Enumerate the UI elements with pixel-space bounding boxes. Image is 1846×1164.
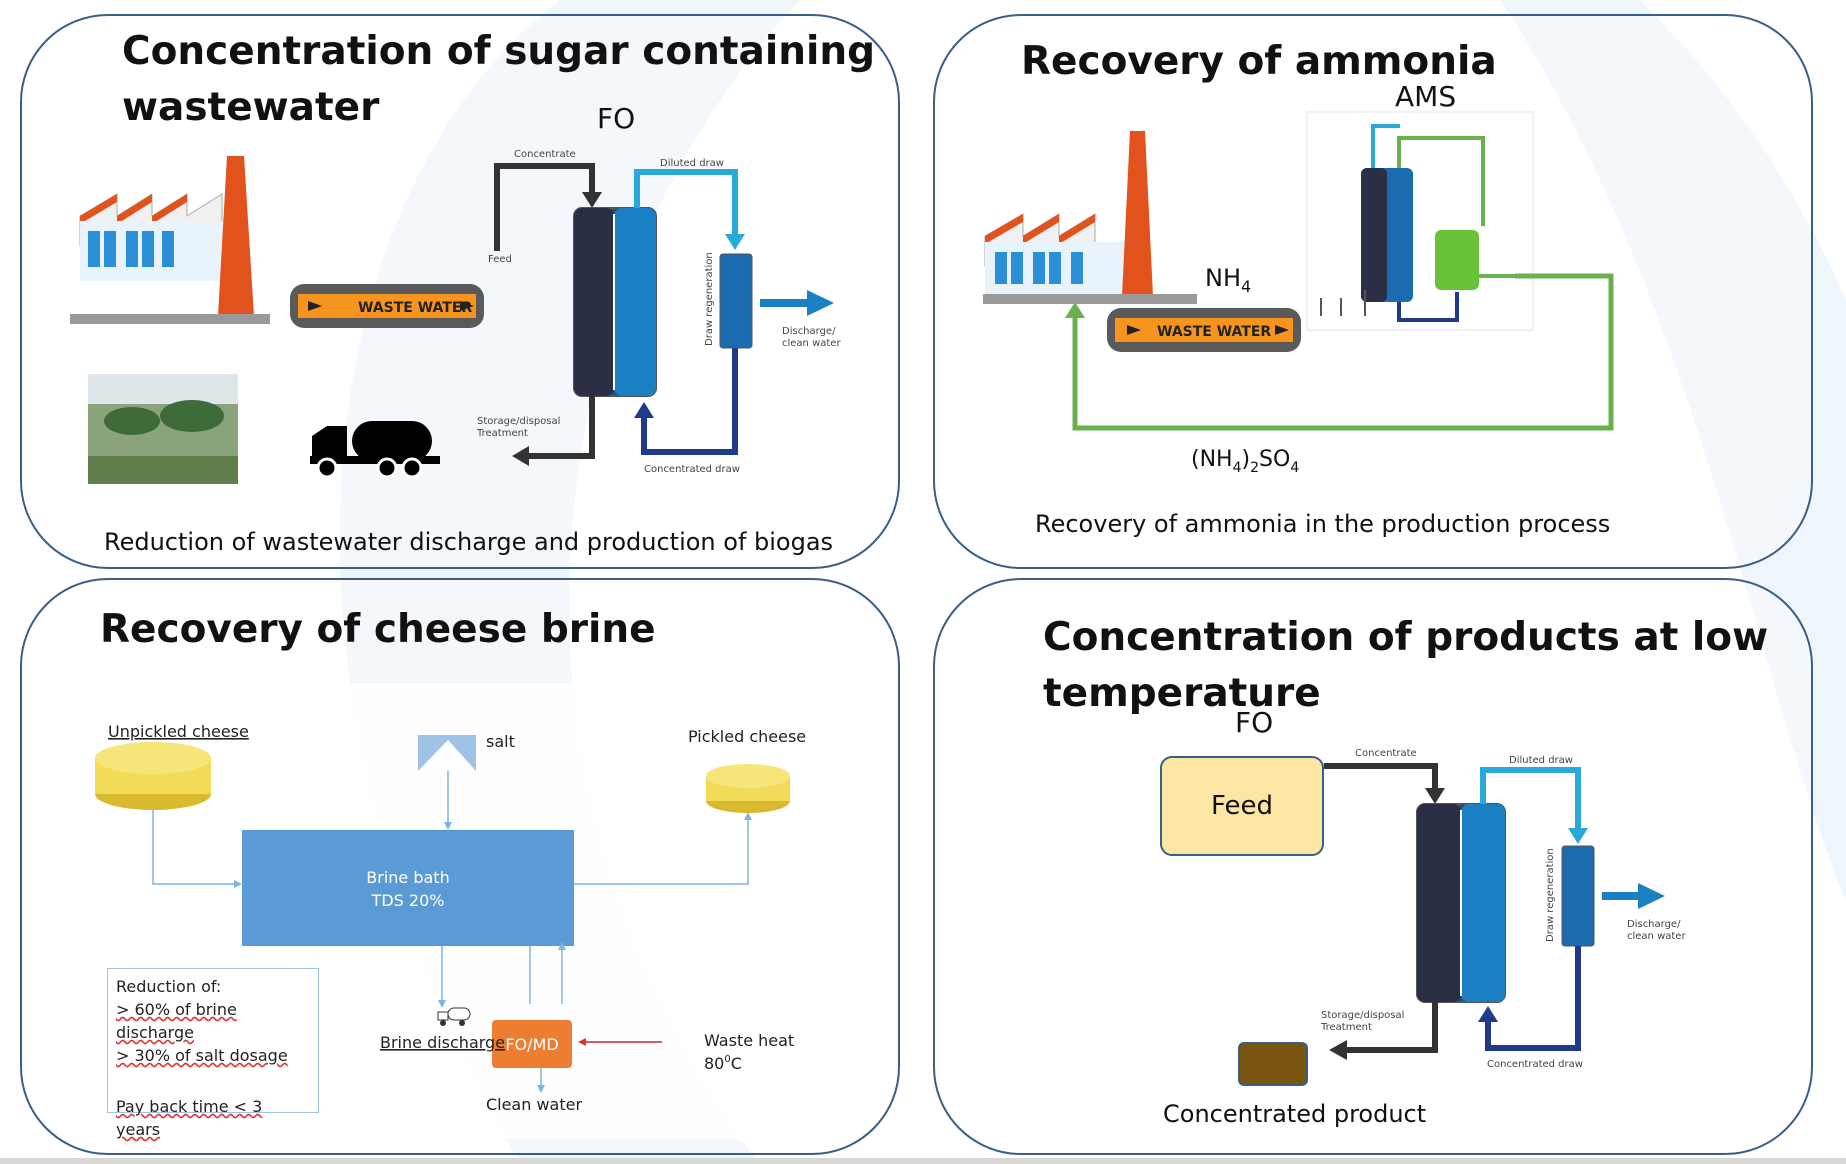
unpickled-cheese-icon bbox=[95, 742, 211, 810]
payback-time: Pay back time < 3 years bbox=[116, 1097, 263, 1139]
brine-bath-box bbox=[242, 830, 574, 946]
title-line-2: wastewater bbox=[122, 85, 380, 130]
waste-water-pipe: WASTE WATER bbox=[290, 284, 484, 328]
feed-box: Feed bbox=[1160, 756, 1324, 856]
waste-heat-temp: 800C bbox=[704, 1054, 742, 1073]
feed-label: Feed bbox=[488, 254, 512, 265]
pickled-cheese-icon bbox=[706, 764, 790, 813]
discharge-label-2: clean water bbox=[1627, 931, 1686, 942]
unpickled-cheese-label: Unpickled cheese bbox=[108, 722, 249, 741]
factory-icon bbox=[70, 156, 270, 324]
sugar-process-diagram: WASTE WATER FO Concentrate Feed bbox=[70, 102, 841, 484]
fo-membrane-module bbox=[573, 207, 657, 397]
fo-membrane-module bbox=[1416, 803, 1506, 1003]
tanker-truck-icon bbox=[310, 421, 440, 479]
ams-label: AMS bbox=[1395, 80, 1456, 113]
concentrated-draw-label: Concentrated draw bbox=[644, 464, 740, 475]
panel-title: Concentration of products at low tempera… bbox=[1043, 610, 1768, 722]
waste-water-pipe: WASTE WATER bbox=[1107, 308, 1301, 352]
panel-cheese-brine: Recovery of cheese brine Unpickled chees… bbox=[20, 578, 900, 1155]
title-line-1: Concentration of products at low bbox=[1043, 615, 1769, 660]
nh4-label: NH4 bbox=[1205, 264, 1251, 296]
storage-label-1: Storage/disposal bbox=[477, 416, 560, 427]
title-line-2: temperature bbox=[1043, 671, 1321, 716]
low-temp-fo-diagram: FO Concentrate Diluted draw Draw regener… bbox=[1235, 706, 1686, 1070]
fo-label: FO bbox=[597, 102, 635, 135]
truck-icon bbox=[437, 1007, 471, 1026]
discharge-label-2: clean water bbox=[782, 338, 841, 349]
panel-title: Recovery of ammonia bbox=[1021, 39, 1497, 84]
storage-label-2: Treatment bbox=[476, 428, 528, 439]
salt-image bbox=[418, 735, 476, 771]
panel-caption: Reduction of wastewater discharge and pr… bbox=[104, 528, 834, 556]
fomd-label: FO/MD bbox=[505, 1035, 558, 1054]
title-line-1: Concentration of sugar containing bbox=[122, 29, 876, 74]
panel-caption: Recovery of ammonia in the production pr… bbox=[1035, 510, 1611, 538]
concentrated-product-box bbox=[1238, 1042, 1308, 1086]
factory-icon bbox=[983, 131, 1197, 304]
reduction-summary-box: Reduction of: > 60% of brine discharge >… bbox=[107, 968, 319, 1139]
reduction-title: Reduction of: bbox=[116, 977, 222, 996]
panel-low-temp-concentration: Concentration of products at low tempera… bbox=[933, 578, 1813, 1155]
clean-water-label: Clean water bbox=[486, 1095, 583, 1114]
ammonia-process-diagram: NH4 WASTE WATER AMS (NH4)2SO4 bbox=[983, 80, 1614, 476]
panel-ammonia-recovery: Recovery of ammonia NH4 WASTE WATER bbox=[933, 14, 1813, 569]
brine-tds-label: TDS 20% bbox=[371, 891, 445, 910]
ams-unit-diagram bbox=[1306, 111, 1534, 331]
panel-sugar-wastewater: Concentration of sugar containing wastew… bbox=[20, 14, 900, 569]
draw-regeneration-module bbox=[1561, 845, 1595, 947]
discharge-label-1: Discharge/ bbox=[1627, 919, 1681, 930]
panel-title: Recovery of cheese brine bbox=[100, 607, 656, 652]
pipe-label: WASTE WATER bbox=[358, 300, 472, 316]
concentrate-label: Concentrate bbox=[1355, 748, 1417, 759]
pipe-label: WASTE WATER bbox=[1157, 324, 1271, 340]
fomd-unit bbox=[492, 1020, 572, 1068]
feed-label: Feed bbox=[1210, 791, 1274, 821]
panel-caption: Concentrated product bbox=[1163, 1100, 1427, 1128]
diluted-draw-label: Diluted draw bbox=[660, 158, 724, 169]
brine-bath-label: Brine bath bbox=[366, 868, 449, 887]
brine-discharge-label: Brine discharge bbox=[380, 1033, 505, 1052]
discharge-label-1: Discharge/ bbox=[782, 326, 836, 337]
concentrated-draw-label: Concentrated draw bbox=[1487, 1059, 1583, 1070]
biogas-plant-photo bbox=[88, 374, 238, 484]
pickled-cheese-label: Pickled cheese bbox=[688, 727, 806, 746]
waste-heat-label: Waste heat bbox=[704, 1031, 794, 1050]
draw-regeneration-label: Draw regeneration bbox=[1545, 848, 1556, 942]
draw-regeneration-label: Draw regeneration bbox=[704, 252, 715, 346]
fo-label: FO bbox=[1235, 706, 1273, 739]
storage-label-2: Treatment bbox=[1320, 1022, 1372, 1033]
ammonium-sulfate-label: (NH4)2SO4 bbox=[1191, 447, 1299, 476]
salt-label: salt bbox=[486, 732, 515, 751]
panel-title: Concentration of sugar containing wastew… bbox=[122, 24, 875, 136]
storage-label-1: Storage/disposal bbox=[1321, 1010, 1404, 1021]
concentrate-label: Concentrate bbox=[514, 149, 576, 160]
draw-regeneration-module bbox=[719, 253, 753, 349]
reduction-salt: > 30% of salt dosage bbox=[116, 1046, 288, 1065]
diluted-draw-label: Diluted draw bbox=[1509, 755, 1573, 766]
reduction-brine: > 60% of brine discharge bbox=[116, 1000, 237, 1042]
